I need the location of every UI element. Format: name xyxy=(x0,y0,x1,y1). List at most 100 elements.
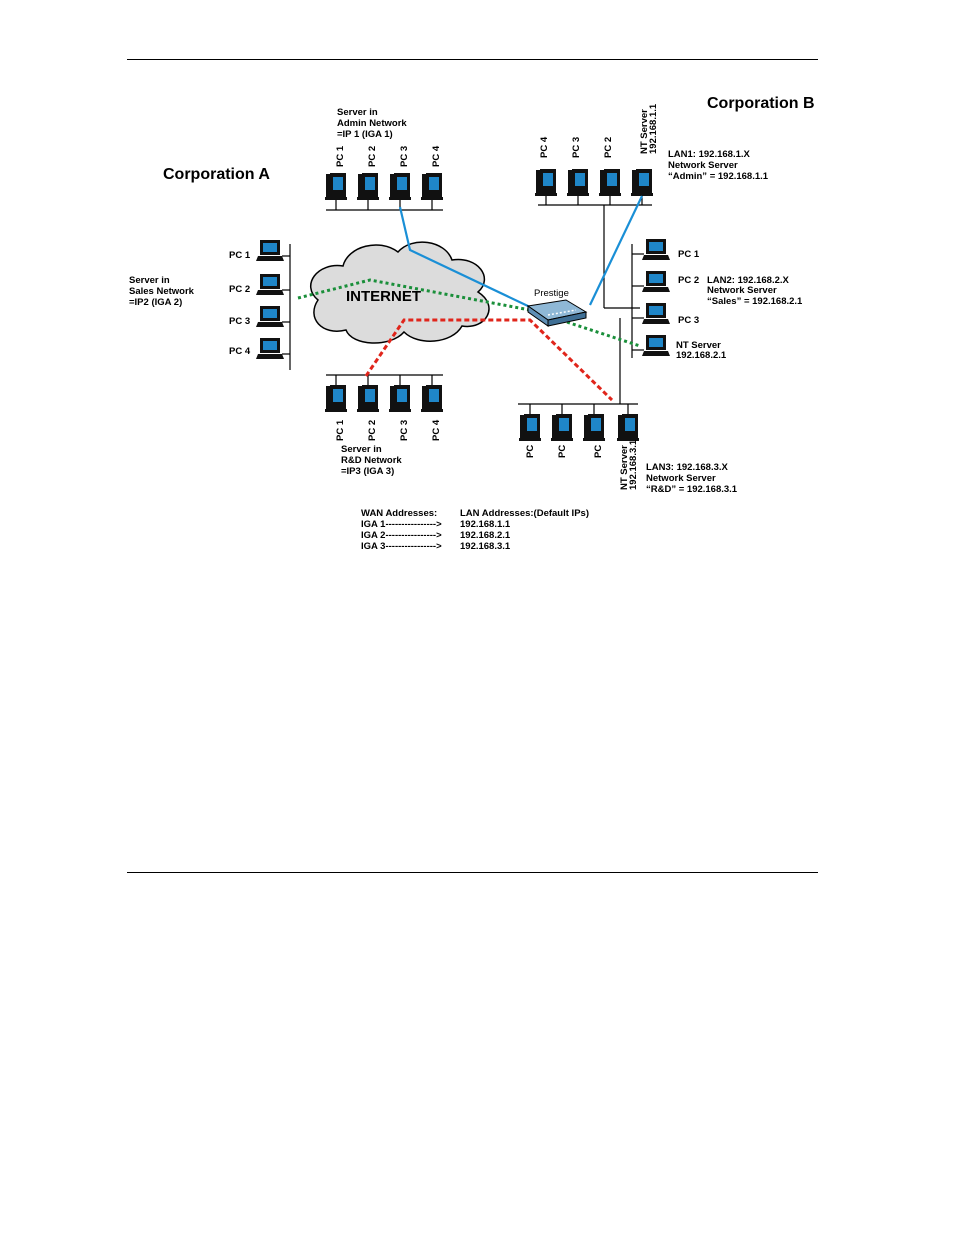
sales-link-line xyxy=(297,278,641,348)
pc-tower-icon xyxy=(325,385,347,412)
pc-tower-icon xyxy=(599,169,621,196)
pc-tower-icon xyxy=(389,173,411,200)
svg-text:LAN2: 192.168.2.X: LAN2: 192.168.2.X xyxy=(707,275,790,286)
pc-tower-icon xyxy=(325,173,347,200)
svg-text:Server in: Server in xyxy=(129,275,170,286)
pc-tower-icon xyxy=(551,414,573,441)
pc-label: PC 3 xyxy=(399,146,410,167)
nt-server-label: NT Server xyxy=(639,109,650,154)
nt-server-label: NT Server xyxy=(676,340,721,351)
laptop-icon xyxy=(256,274,284,295)
lan1-info: LAN1: 192.168.1.X Network Server “Admin”… xyxy=(668,149,769,182)
pc-tower-icon xyxy=(421,173,443,200)
pc-label: PC 1 xyxy=(335,419,346,441)
admin-server-label: Server in Admin Network =IP 1 (IGA 1) xyxy=(337,107,407,140)
svg-text:Network Server: Network Server xyxy=(668,160,738,171)
corporation-b-title: Corporation B xyxy=(707,95,815,112)
laptop-icon xyxy=(642,271,670,292)
svg-text:Network Server: Network Server xyxy=(707,285,777,296)
corporation-b-backbone xyxy=(603,205,640,404)
svg-text:R&D Network: R&D Network xyxy=(341,455,402,466)
nt-server-ip: 192.168.2.1 xyxy=(676,350,727,361)
pc-tower-icon xyxy=(421,385,443,412)
server-tower-icon xyxy=(631,169,653,196)
rd-server-label: Server in R&D Network =IP3 (IGA 3) xyxy=(341,444,402,477)
admin-link-line xyxy=(398,206,531,308)
nt-server-ip: 192.168.3.1 xyxy=(628,439,639,490)
lan2-info: LAN2: 192.168.2.X Network Server “Sales”… xyxy=(707,275,803,307)
corporation-a-title: Corporation A xyxy=(163,166,270,183)
header-rule xyxy=(127,59,818,60)
lan1-pc-group: PC 4 PC 3 PC 2 NT Server 192.168.1.1 xyxy=(535,103,659,205)
prestige-router: Prestige xyxy=(526,288,588,327)
router-label: Prestige xyxy=(534,288,569,299)
svg-text:Sales Network: Sales Network xyxy=(129,286,195,297)
server-laptop-icon xyxy=(642,335,670,356)
pc-label: PC 3 xyxy=(678,315,699,326)
pc-label: PC 2 xyxy=(367,420,378,441)
pc-tower-icon xyxy=(535,169,557,196)
pc-label: PC 2 xyxy=(603,137,614,158)
pc-tower-icon xyxy=(357,173,379,200)
lan2-pc-group: PC 1 PC 2 PC 3 NT Server 192.168.2.1 xyxy=(632,239,727,361)
lan3-pc-group: PC PC PC NT Server 192.168.3.1 xyxy=(519,404,639,490)
pc-label: PC 4 xyxy=(229,346,251,357)
lan-row: 192.168.1.1 xyxy=(460,519,511,530)
pc-label: PC xyxy=(525,445,536,458)
lan-row: 192.168.3.1 xyxy=(460,541,511,552)
server-tower-icon xyxy=(617,414,639,441)
pc-label: PC 2 xyxy=(229,284,250,295)
pc-tower-icon xyxy=(389,385,411,412)
svg-text:Network Server: Network Server xyxy=(646,473,716,484)
lan3-info: LAN3: 192.168.3.X Network Server “R&D” =… xyxy=(646,462,738,495)
svg-text:Server in: Server in xyxy=(341,444,382,455)
wan-row: IGA 2----------------> xyxy=(361,530,442,541)
pc-tower-icon xyxy=(583,414,605,441)
svg-text:LAN1: 192.168.1.X: LAN1: 192.168.1.X xyxy=(668,149,751,160)
svg-text:=IP2 (IGA 2): =IP2 (IGA 2) xyxy=(129,297,182,308)
svg-text:=IP3 (IGA 3): =IP3 (IGA 3) xyxy=(341,466,394,477)
svg-text:“R&D” = 192.168.3.1: “R&D” = 192.168.3.1 xyxy=(646,484,738,495)
sales-pc-group: PC 1 PC 2 PC 3 PC 4 xyxy=(229,240,290,359)
pc-label: PC 3 xyxy=(399,420,410,441)
svg-text:Admin Network: Admin Network xyxy=(337,118,407,129)
nt-server-label: NT Server xyxy=(619,445,630,490)
pc-tower-icon xyxy=(567,169,589,196)
pc-label: PC 1 xyxy=(335,145,346,167)
lan-row: 192.168.2.1 xyxy=(460,530,511,541)
lan1-link-line xyxy=(589,195,643,306)
footer-rule xyxy=(127,872,818,873)
svg-text:=IP 1 (IGA 1): =IP 1 (IGA 1) xyxy=(337,129,393,140)
nt-server-ip: 192.168.1.1 xyxy=(648,103,659,154)
pc-label: PC 2 xyxy=(367,146,378,167)
pc-tower-icon xyxy=(357,385,379,412)
pc-label: PC 1 xyxy=(678,249,700,260)
pc-label: PC 3 xyxy=(229,316,250,327)
rd-link-line xyxy=(364,318,614,402)
svg-text:LAN3: 192.168.3.X: LAN3: 192.168.3.X xyxy=(646,462,729,473)
internet-label: INTERNET xyxy=(346,288,421,305)
wan-row: IGA 1----------------> xyxy=(361,519,442,530)
laptop-icon xyxy=(256,306,284,327)
pc-label: PC 4 xyxy=(539,136,550,158)
wan-header: WAN Addresses: xyxy=(361,508,437,519)
wan-row: IGA 3----------------> xyxy=(361,541,442,552)
address-table: WAN Addresses: LAN Addresses:(Default IP… xyxy=(361,508,589,552)
svg-text:“Sales” = 192.168.2.1: “Sales” = 192.168.2.1 xyxy=(707,296,803,307)
pc-label: PC xyxy=(557,445,568,458)
pc-label: PC xyxy=(593,445,604,458)
admin-pc-group: PC 1 PC 2 PC 3 PC 4 xyxy=(325,145,443,210)
pc-label: PC 1 xyxy=(229,250,251,261)
rd-pc-group: PC 1 PC 2 PC 3 PC 4 xyxy=(325,375,443,441)
lan-header: LAN Addresses:(Default IPs) xyxy=(460,508,589,519)
svg-text:Server in: Server in xyxy=(337,107,378,118)
pc-label: PC 3 xyxy=(571,137,582,158)
svg-text:“Admin” = 192.168.1.1: “Admin” = 192.168.1.1 xyxy=(668,171,769,182)
laptop-icon xyxy=(256,240,284,261)
laptop-icon xyxy=(256,338,284,359)
pc-label: PC 2 xyxy=(678,275,699,286)
pc-label: PC 4 xyxy=(431,419,442,441)
laptop-icon xyxy=(642,303,670,324)
pc-label: PC 4 xyxy=(431,145,442,167)
